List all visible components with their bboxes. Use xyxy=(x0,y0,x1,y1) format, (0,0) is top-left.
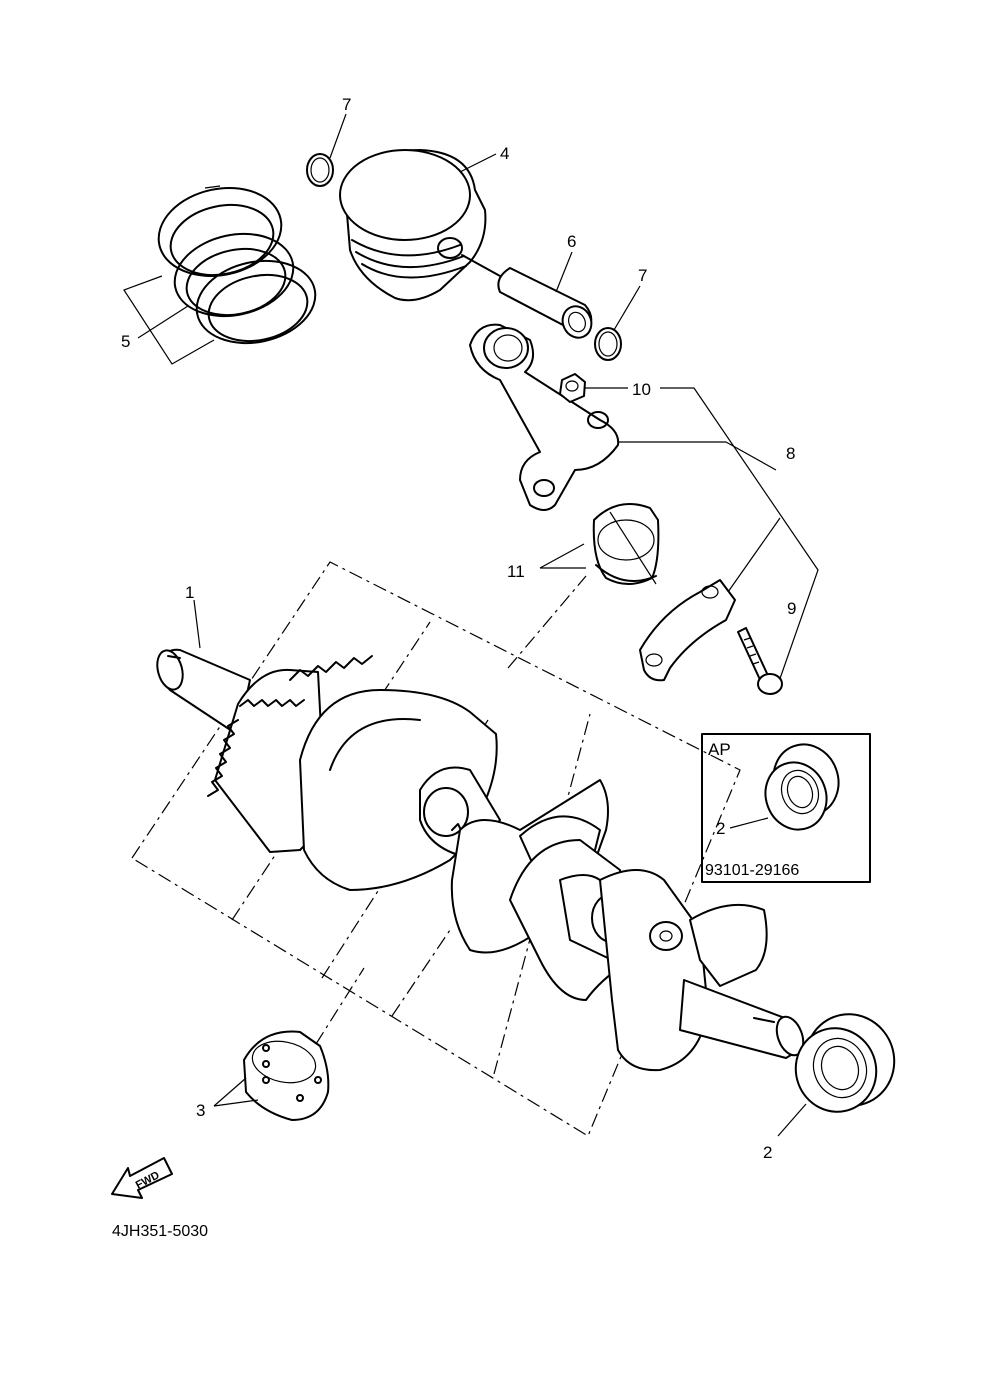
ap-box-callout-2: 2 xyxy=(716,819,725,838)
callout-5: 5 xyxy=(121,332,130,351)
ap-box-title: AP xyxy=(708,740,731,759)
callout-6: 6 xyxy=(567,232,576,251)
callout-9: 9 xyxy=(787,599,796,618)
oil-seal xyxy=(794,1013,896,1113)
diagram-code: 4JH351-5030 xyxy=(112,1223,208,1240)
callout-1: 1 xyxy=(185,583,194,602)
callout-7-right: 7 xyxy=(638,266,647,285)
piston xyxy=(339,149,501,302)
callout-8: 8 xyxy=(786,444,795,463)
rod-bolt xyxy=(737,627,783,695)
rod-cap xyxy=(639,579,736,682)
main-bearings xyxy=(243,1030,330,1121)
callout-10: 10 xyxy=(632,380,651,399)
callout-3: 3 xyxy=(196,1101,205,1120)
callout-11: 11 xyxy=(507,562,525,581)
rod-nut xyxy=(559,373,586,403)
ap-box-part-number: 93101-29166 xyxy=(705,862,799,879)
circlip-right xyxy=(594,327,622,361)
fwd-arrow-icon xyxy=(111,1157,173,1199)
connecting-rod xyxy=(469,323,620,511)
leader-5 xyxy=(123,275,215,365)
circlip-top xyxy=(306,153,334,187)
piston-rings xyxy=(157,185,317,345)
callout-7-top: 7 xyxy=(342,95,351,114)
callout-4: 4 xyxy=(500,144,509,163)
ap-detail-box xyxy=(701,733,871,883)
crankshaft xyxy=(156,648,805,1072)
piston-pin xyxy=(497,267,593,339)
callout-2-seal: 2 xyxy=(763,1143,772,1162)
